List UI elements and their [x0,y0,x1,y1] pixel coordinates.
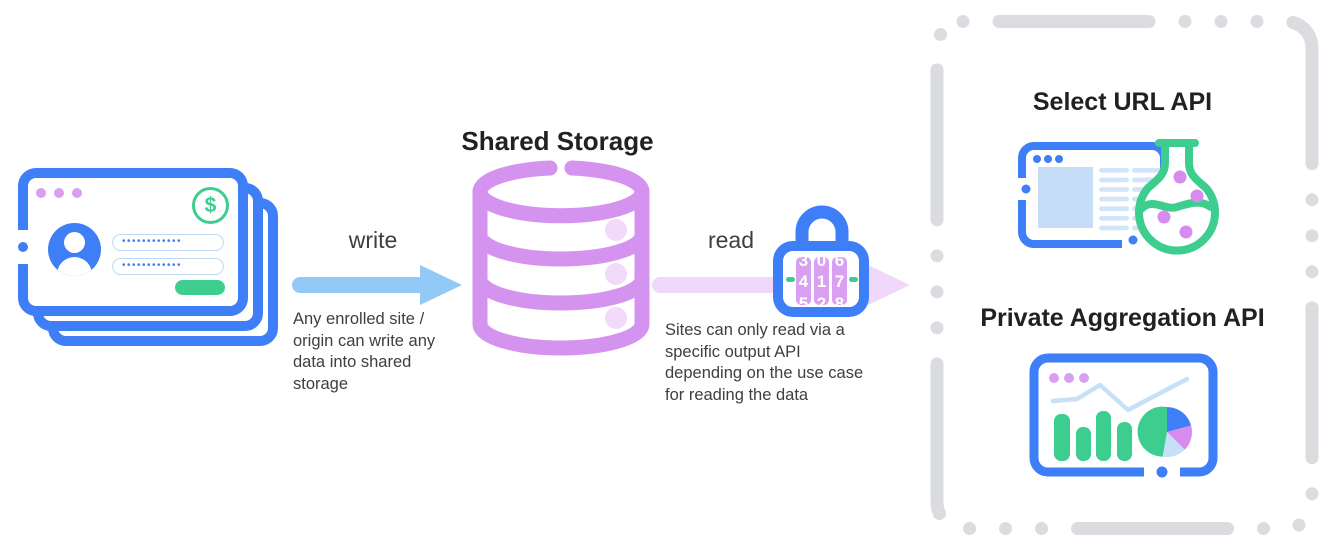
read-caption: Sites can only read via a specific outpu… [665,321,864,404]
bar-chart-glyph [1054,411,1132,461]
database-icon [472,160,650,356]
lock-digit-partial: 6 [835,251,844,270]
window-controls-dots [36,188,82,198]
dollar-icon: $ [192,187,229,224]
combination-lock-icon: 3 0 6 4 1 7 5 2 8 [773,205,869,317]
border-dot [1156,466,1168,478]
password-field: •••••••••••• [112,234,224,251]
lock-digit-partial: 2 [817,294,826,313]
dollar-symbol: $ [204,193,217,217]
lock-digit-partial: 0 [817,251,826,270]
border-dot [1021,184,1031,194]
write-arrow [292,265,462,305]
lock-digit-partial: 8 [835,294,844,313]
shared-storage-title: Shared Storage [461,126,654,156]
write-label: write [348,227,398,253]
select-url-api-title: Select URL API [1032,88,1213,116]
border-dot [18,242,28,252]
private-aggregation-api-title: Private Aggregation API [980,304,1265,332]
output-apis-panel-border [930,15,1319,535]
avatar-icon [48,223,101,276]
password-dots: •••••••••••• [122,260,183,271]
read-label: read [707,227,755,253]
pie-chart-glyph [1137,406,1192,457]
password-field: •••••••••••• [112,258,224,275]
write-caption: Any enrolled site / origin can write any… [293,310,436,393]
lock-digit: 1 [817,272,826,291]
lock-digit: 4 [799,272,809,291]
lock-digit: 7 [835,272,844,291]
password-dots: •••••••••••• [122,236,183,247]
lock-digit-partial: 3 [799,251,808,270]
browser-flask-icon [1018,139,1219,255]
submit-button [175,280,225,295]
dashboard-icon [1029,353,1218,480]
lock-digit-partial: 5 [799,294,808,313]
enrolled-sites-stack-icon: $ •••••••••••• •••••••••••• [18,168,308,383]
border-dot [1128,235,1138,245]
login-window: $ •••••••••••• •••••••••••• [18,168,248,316]
